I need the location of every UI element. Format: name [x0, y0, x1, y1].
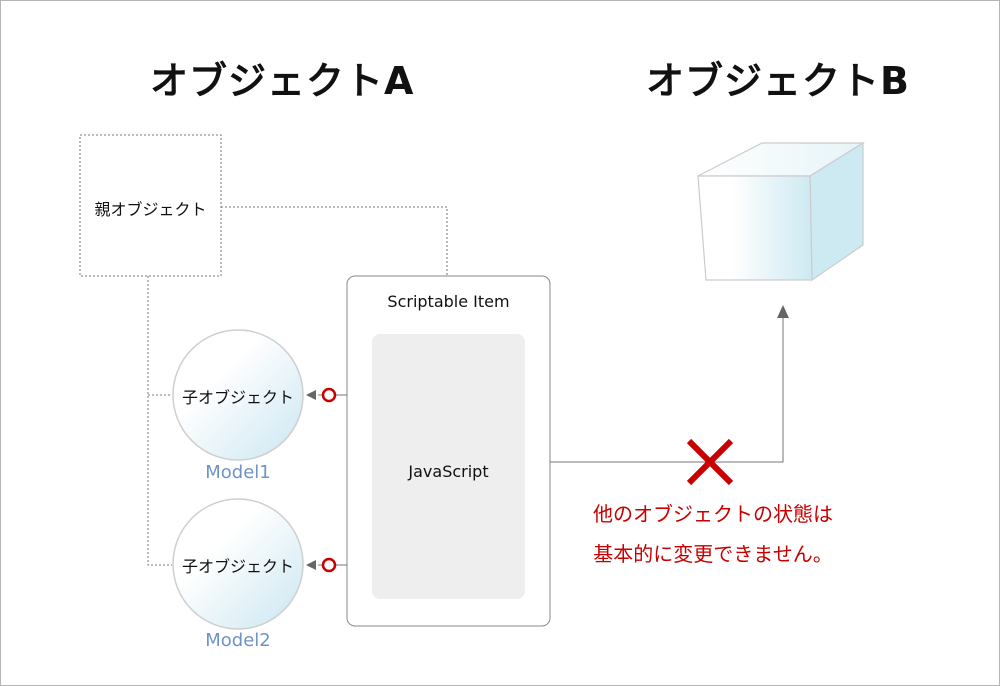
blocked-x-icon — [686, 438, 734, 486]
parent-to-script-connector — [221, 206, 448, 276]
script-to-object-b-connector — [550, 318, 784, 463]
model1-label: Model1 — [205, 462, 271, 483]
signal-circle-icon-2 — [321, 557, 337, 573]
arrow-up-icon — [777, 305, 789, 318]
child-object-2-label: 子オブジェクト — [181, 557, 294, 576]
scriptable-item-title: Scriptable Item — [387, 292, 510, 311]
arrow-left-icon-1 — [306, 390, 316, 400]
warning-line-1: 他のオブジェクトの状態は — [593, 502, 833, 526]
object-b-title: オブジェクトB — [646, 59, 910, 103]
warning-line-2: 基本的に変更できません。 — [593, 542, 833, 566]
javascript-area — [372, 334, 525, 599]
signal-circle-icon-1 — [321, 387, 337, 403]
parent-object-box — [79, 134, 222, 277]
object-a-title: オブジェクトA — [150, 59, 415, 103]
model2-label: Model2 — [205, 630, 271, 651]
object-b-cube — [697, 141, 866, 282]
javascript-label: JavaScript — [408, 462, 489, 481]
child-object-1-circle — [172, 329, 304, 461]
child-object-1-label: 子オブジェクト — [181, 388, 294, 407]
arrow-left-icon-2 — [306, 560, 316, 570]
parent-object-label: 親オブジェクト — [94, 200, 207, 219]
child-object-2-circle — [172, 498, 304, 630]
parent-to-children-connector — [147, 276, 172, 566]
